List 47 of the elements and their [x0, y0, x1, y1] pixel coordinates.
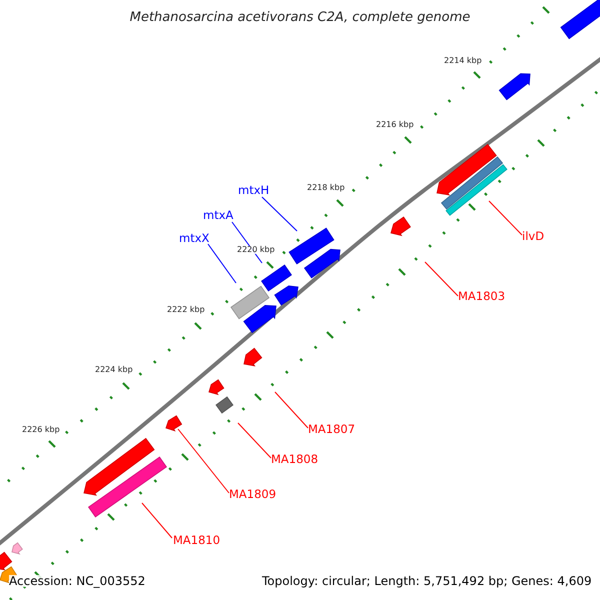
tick-label: 2224 kbp: [95, 366, 133, 374]
gene-feature: [12, 542, 23, 555]
gene-label: mtxA: [203, 210, 234, 222]
accession-text: Accession: NC_003552: [9, 575, 146, 587]
genome-info-text: Topology: circular; Length: 5,751,492 bp; Genes: 4,609: [262, 575, 592, 587]
gene-label: MA1807: [308, 424, 356, 436]
tick-label: 2220 kbp: [237, 246, 275, 254]
gene-feature: [166, 415, 182, 432]
gene-feature: [288, 228, 334, 264]
gene-feature: [261, 264, 292, 292]
gene-feature: [498, 73, 530, 100]
gene-feature: [390, 216, 411, 236]
gene-feature: [436, 144, 497, 196]
gene-label: MA1808: [271, 454, 318, 466]
gene-label: MA1803: [458, 291, 506, 302]
gene-feature: [208, 379, 224, 396]
gene-feature: [216, 396, 234, 414]
tick-label: 2226 kbp: [22, 426, 60, 434]
gene-feature: [88, 456, 168, 518]
gene-feature: [230, 286, 270, 320]
gene-label: MA1810: [173, 535, 220, 546]
leader-line: [274, 392, 308, 428]
gene-feature: [84, 438, 155, 496]
gene-label: mtxH: [238, 185, 270, 196]
leader-line: [424, 262, 458, 296]
leader-line: [178, 428, 230, 494]
gene-feature: [243, 305, 276, 334]
gene-feature: [274, 285, 298, 306]
gene-label: mtxX: [179, 233, 210, 244]
gene-feature: [446, 164, 508, 216]
leader-line: [208, 244, 236, 284]
leader-line: [488, 200, 522, 236]
gene-feature: [440, 156, 504, 210]
gene-feature: [304, 248, 340, 278]
gene-feature: [0, 552, 12, 570]
leader-line: [238, 422, 272, 458]
tick-label: 2216 kbp: [376, 121, 414, 129]
tick-label: 2214 kbp: [444, 57, 482, 65]
gene-label: ilvD: [522, 231, 544, 242]
leader-line: [142, 502, 172, 538]
tick-label: 2222 kbp: [167, 306, 205, 314]
gene-feature: [244, 348, 262, 366]
tick-label: 2218 kbp: [307, 184, 345, 192]
title: Methanosarcina acetivorans C2A, complete genome: [128, 11, 472, 24]
gene-feature: [560, 0, 600, 40]
gene-label: MA1809: [229, 489, 276, 500]
leader-line: [262, 196, 298, 232]
